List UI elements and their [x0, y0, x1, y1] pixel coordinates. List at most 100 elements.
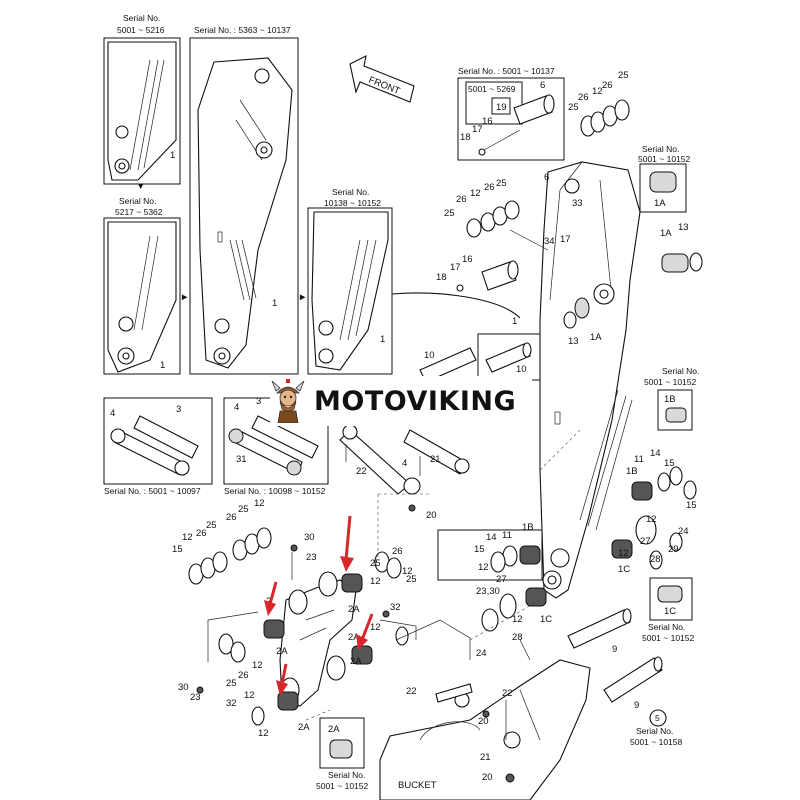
pin-assembly-5001-10137: Serial No. : 5001 ~ 10137 5001 ~ 5269 19…: [457, 66, 630, 161]
callout: 1B: [522, 522, 534, 533]
callout: 2A: [350, 656, 362, 667]
callout: 1A: [590, 332, 602, 343]
callout: 12: [646, 514, 657, 525]
serial-caption: Serial No. : 5001 ~ 10097: [104, 486, 201, 496]
callout: 25: [226, 678, 237, 689]
callout: 6: [540, 80, 545, 91]
callout: 18: [460, 132, 471, 143]
callout: 1: [160, 360, 165, 371]
callout: 32: [390, 602, 401, 613]
callout: 10: [516, 364, 527, 375]
callout: 25: [206, 520, 217, 531]
callout: 1C: [664, 606, 676, 617]
callout: 3: [176, 404, 181, 415]
callout: 25: [238, 504, 249, 515]
callout: 4: [234, 402, 239, 413]
callout: 1B: [626, 466, 638, 477]
serial-caption: 5217 ~ 5362: [115, 207, 163, 217]
serial-caption: Serial No.: [648, 622, 685, 632]
callout: 12: [402, 566, 413, 577]
callout: 18: [436, 272, 447, 283]
callout: 3: [256, 396, 261, 407]
long-pins: 9 9 5 Serial No. 5001 ~ 10158: [567, 608, 683, 747]
callout: 12: [254, 498, 265, 509]
callout: 15: [172, 544, 183, 555]
callout: 12: [252, 660, 263, 671]
callout: 2A: [328, 724, 340, 735]
bucket-label: BUCKET: [398, 780, 437, 791]
serial-caption: 5001 ~ 10158: [630, 737, 683, 747]
callout: 20: [478, 716, 489, 727]
down-arrow-icon: ▼: [136, 181, 145, 192]
callout: 23,30: [476, 586, 500, 597]
viking-mascot-icon: [271, 379, 305, 423]
callout: 4: [110, 408, 115, 419]
callout: 17: [472, 124, 483, 135]
callout: 20: [482, 772, 493, 783]
callout: 21: [480, 752, 491, 763]
callout: 28: [512, 632, 523, 643]
serial-caption: 5001 ~ 5216: [117, 25, 165, 35]
callout: 6: [544, 172, 549, 183]
callout: 12: [592, 86, 603, 97]
callout: 12: [258, 728, 269, 739]
callout: 12: [512, 614, 523, 625]
serial-caption: Serial No. : 5363 ~ 10137: [194, 25, 291, 35]
callout: 12: [244, 690, 255, 701]
serial-caption: 10138 ~ 10152: [324, 198, 381, 208]
callout: 12: [182, 532, 193, 543]
callout: 2A: [348, 632, 360, 643]
pin-assembly-center: 25 26 12 26 25 18 17 16 34 17 33: [436, 178, 583, 292]
callout: 26: [484, 182, 495, 193]
callout: 1A: [660, 228, 672, 239]
h-link-assembly: 2 2A 2A 2A 2A 25 26 12 25 12 32 12 2A 12…: [178, 546, 417, 739]
serial-caption: Serial No. : 5001 ~ 10137: [458, 66, 555, 76]
front-direction-arrow: FRONT: [349, 55, 415, 103]
callout: 5: [655, 713, 660, 723]
bushing-1a-detail: Serial No. 5001 ~ 10152 1A: [638, 144, 691, 213]
callout: 25: [444, 208, 455, 219]
arm-variant-5001-5216: Serial No. 5001 ~ 5216 1: [103, 13, 181, 185]
pin-10: 10 10: [419, 333, 541, 383]
callout: 25: [406, 574, 417, 585]
callout: 9: [634, 700, 639, 711]
callout: 14: [650, 448, 661, 459]
main-arm: 1 6 13 1A 1A 13: [512, 161, 703, 599]
callout: 17: [560, 234, 571, 245]
serial-caption: Serial No.: [328, 770, 365, 780]
callout: 1B: [664, 394, 676, 405]
callout: 12: [478, 562, 489, 573]
serial-caption: Serial No.: [119, 196, 156, 206]
callout: 25: [496, 178, 507, 189]
links-10098-10152: Serial No. : 10098 ~ 10152 4 3 31: [223, 396, 329, 496]
callout: 26: [238, 670, 249, 681]
callout: 2A: [298, 722, 310, 733]
callout: 12: [370, 622, 381, 633]
callout: 30: [304, 532, 315, 543]
arm-variant-10138-10152: Serial No. 10138 ~ 10152 1: [307, 187, 521, 375]
ring-stack-left: 15 12 26 25 26 25 12 30 23: [172, 498, 317, 585]
bushing-group-lower: 15 14 11 1B 23,30 12 27 12 1C 28 24 11 1…: [437, 448, 697, 659]
callout: 25: [370, 558, 381, 569]
callout: 9: [612, 644, 617, 655]
serial-caption: Serial No.: [332, 187, 369, 197]
callout: 23: [306, 552, 317, 563]
callout: 31: [236, 454, 247, 465]
links-5001-10097: Serial No. : 5001 ~ 10097 4 3: [103, 397, 213, 496]
callout: 33: [572, 198, 583, 209]
serial-caption: 5001 ~ 10152: [642, 633, 695, 643]
callout: 22: [406, 686, 417, 697]
right-arrow-icon: ►: [298, 292, 307, 303]
callout: 25: [618, 70, 629, 81]
callout: 12: [370, 576, 381, 587]
callout: 17: [450, 262, 461, 273]
arm-variant-5217-5362: Serial No. 5217 ~ 5362 1 ▼ ► ►: [103, 181, 307, 375]
callout: 1: [170, 150, 175, 161]
callout: 13: [678, 222, 689, 233]
callout: 2A: [348, 604, 360, 615]
callout: 1C: [618, 564, 630, 575]
bushing-1c-detail: 1C Serial No. 5001 ~ 10152: [642, 577, 695, 643]
serial-caption: 5001 ~ 5269: [468, 84, 516, 94]
serial-caption: Serial No.: [636, 726, 673, 736]
callout: 26: [392, 546, 403, 557]
